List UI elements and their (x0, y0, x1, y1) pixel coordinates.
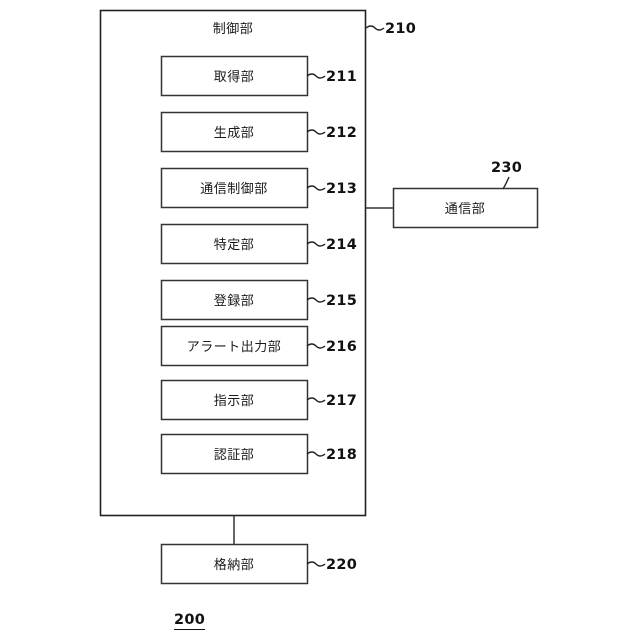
leader-line-212 (306, 129, 326, 135)
ref-number-216: 216 (326, 339, 358, 355)
ref-number-218: 218 (326, 447, 358, 463)
ref-number-215: 215 (326, 293, 358, 309)
module-box-212 (160, 111, 309, 153)
ref-number-212: 212 (326, 125, 358, 141)
ref-number-211: 211 (326, 69, 358, 85)
communication-unit-label: 通信部 (444, 202, 486, 217)
module-box-217 (160, 379, 309, 421)
storage-unit-box (160, 543, 309, 585)
leader-line-211 (306, 73, 326, 79)
module-box-218 (160, 433, 309, 475)
leader-line-218 (306, 451, 326, 457)
leader-line-216 (306, 343, 326, 349)
leader-line-215 (306, 297, 326, 303)
module-label-指示部: 指示部 (213, 394, 255, 409)
leader-line-230 (502, 176, 510, 190)
module-box-216 (160, 325, 309, 367)
module-box-214 (160, 223, 309, 265)
leader-line-220 (306, 561, 326, 567)
leader-line-210 (365, 25, 385, 31)
module-label-登録部: 登録部 (213, 294, 255, 309)
module-label-認証部: 認証部 (213, 448, 255, 463)
ref-number-220: 220 (326, 557, 358, 573)
figure-number-200: 200 (174, 612, 206, 630)
module-label-通信制御部: 通信制御部 (200, 182, 268, 197)
module-box-215 (160, 279, 309, 321)
module-label-アラート出力部: アラート出力部 (186, 340, 282, 355)
module-label-特定部: 特定部 (213, 238, 255, 253)
ref-number-214: 214 (326, 237, 358, 253)
ref-number-230: 230 (491, 160, 523, 176)
ref-number-213: 213 (326, 181, 358, 197)
leader-line-217 (306, 397, 326, 403)
storage-unit-label: 格納部 (213, 558, 255, 573)
control-unit-title: 制御部 (212, 22, 254, 37)
ref-number-217: 217 (326, 393, 358, 409)
leader-line-214 (306, 241, 326, 247)
ref-number-210: 210 (385, 21, 417, 37)
leader-line-213 (306, 185, 326, 191)
communication-unit-box (392, 187, 539, 229)
module-box-211 (160, 55, 309, 97)
module-label-生成部: 生成部 (213, 126, 255, 141)
module-label-取得部: 取得部 (213, 70, 255, 85)
